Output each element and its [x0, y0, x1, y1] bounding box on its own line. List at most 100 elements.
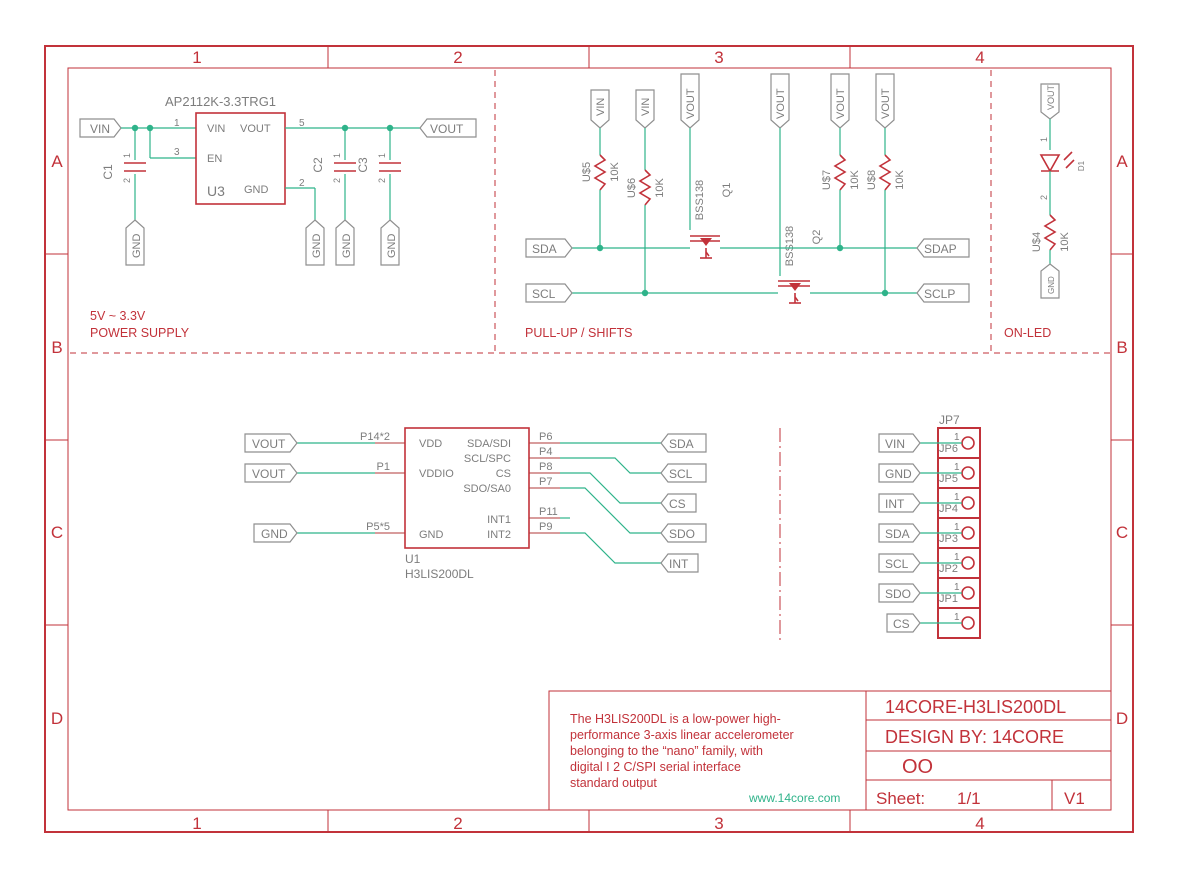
net-label-cs-sensor: CS [660, 493, 697, 513]
version: V1 [1064, 789, 1085, 808]
svg-text:VOUT: VOUT [240, 123, 271, 135]
svg-text:VIN: VIN [595, 98, 607, 116]
header-net-text: VIN [885, 437, 905, 451]
svg-text:INT1: INT1 [487, 514, 511, 526]
svg-text:2: 2 [377, 178, 387, 183]
svg-text:VOUT: VOUT [252, 437, 286, 451]
power-supply: VIN 1 3 AP2112K-3.3TRG1 VIN EN VOUT GND … [79, 94, 477, 266]
svg-text:GND: GND [386, 234, 398, 259]
header-jp-label: JP5 [939, 473, 958, 485]
grid-labels: 1 2 3 4 1 2 3 4 A B C D A B C D [51, 48, 1128, 833]
svg-text:10K: 10K [894, 170, 906, 190]
led-d1: D1 [1039, 151, 1086, 173]
net-label-vout-power: VOUT [419, 118, 477, 138]
svg-text:C2: C2 [311, 157, 325, 173]
svg-text:VOUT: VOUT [835, 88, 847, 119]
header-net-label [878, 523, 921, 543]
header-net-text: CS [893, 617, 910, 631]
capacitor-c3: C3 1 2 [356, 128, 401, 220]
header-net-text: SDA [885, 527, 910, 541]
svg-text:VOUT: VOUT [430, 122, 464, 136]
svg-text:1: 1 [122, 153, 132, 158]
svg-text:VIN: VIN [207, 123, 225, 135]
row-label-b-left: B [51, 338, 62, 357]
svg-text:1: 1 [174, 118, 180, 129]
svg-text:INT2: INT2 [487, 529, 511, 541]
svg-text:1: 1 [332, 153, 342, 158]
header-net-text: SCL [885, 557, 909, 571]
mosfet-q1: BSS138 Q1 [689, 128, 733, 259]
net-label-sda-in: SDA [525, 238, 573, 258]
section-separators [70, 70, 1111, 640]
net-label-gnd-u3: GND [305, 219, 325, 266]
header-pin-number: 1 [954, 552, 960, 563]
svg-text:Q1: Q1 [721, 183, 733, 198]
description-line: The H3LIS200DL is a low-power high- [570, 712, 781, 726]
svg-text:SDO: SDO [669, 527, 695, 541]
row-label-a-left: A [51, 152, 63, 171]
sheet-label: Sheet: [876, 789, 925, 808]
svg-text:SCL: SCL [669, 467, 693, 481]
svg-text:3: 3 [174, 147, 180, 158]
drawing-title: 14CORE-H3LIS200DL [885, 697, 1066, 717]
header-pin-pad [961, 436, 975, 450]
net-label-vout-vdd: VOUT [244, 433, 298, 453]
header-net-label [878, 463, 921, 483]
svg-text:GND: GND [419, 529, 444, 541]
header-pin-number: 1 [954, 612, 960, 623]
regulator-part-name: AP2112K-3.3TRG1 [165, 94, 276, 109]
svg-text:P5*5: P5*5 [366, 521, 390, 533]
svg-text:VDDIO: VDDIO [419, 468, 454, 480]
net-label-vout-vddio: VOUT [244, 463, 298, 483]
net-label-sclp: SCLP [916, 283, 970, 303]
svg-text:VOUT: VOUT [880, 88, 892, 119]
section-labels: 5V ~ 3.3V POWER SUPPLY PULL-UP / SHIFTS … [90, 309, 1051, 340]
power-section-label: 5V ~ 3.3V POWER SUPPLY [90, 309, 190, 340]
svg-text:U$8: U$8 [866, 170, 878, 190]
svg-text:P7: P7 [539, 476, 552, 488]
svg-text:10K: 10K [1059, 232, 1071, 252]
capacitor-c2: C2 1 2 [311, 128, 356, 220]
svg-text:P4: P4 [539, 446, 552, 458]
svg-text:VDD: VDD [419, 438, 442, 450]
row-label-c-left: C [51, 523, 63, 542]
net-label-vin-r6: VIN [635, 89, 655, 129]
sheet-value: 1/1 [957, 789, 981, 808]
net-label-vout-led: VOUT [1040, 83, 1060, 120]
svg-text:BSS138: BSS138 [784, 226, 796, 266]
header-pin-pad [961, 466, 975, 480]
svg-text:2: 2 [122, 178, 132, 183]
power-section-line-1: 5V ~ 3.3V [90, 309, 146, 323]
regulator-u3: AP2112K-3.3TRG1 VIN EN VOUT GND U3 [165, 94, 286, 205]
resistor-u4: U$4 10K [1031, 214, 1071, 252]
header-jp-label: JP6 [939, 443, 958, 455]
svg-text:CS: CS [669, 497, 686, 511]
header-pin-pad [961, 556, 975, 570]
header-pin-pad [961, 526, 975, 540]
svg-text:P8: P8 [539, 461, 552, 473]
net-label-scl-sensor: SCL [660, 463, 707, 483]
svg-text:SCL: SCL [532, 287, 556, 301]
header-jp-label: JP4 [939, 503, 958, 515]
on-led: VOUT 1 D1 2 U$4 10K GND [1031, 83, 1086, 299]
svg-text:INT: INT [669, 557, 689, 571]
website-link[interactable]: www.14core.com [748, 791, 840, 805]
svg-text:SDA: SDA [669, 437, 694, 451]
resistor-u6: U$6 10K [626, 128, 666, 293]
row-label-c-right: C [1116, 523, 1128, 542]
net-label-scl-in: SCL [525, 283, 573, 303]
net-label-vin-r5: VIN [590, 89, 610, 129]
net-label-sdo-sensor: SDO [660, 523, 707, 543]
header-net-text: SDO [885, 587, 911, 601]
column-label-4-top: 4 [975, 48, 984, 67]
svg-text:VIN: VIN [640, 98, 652, 116]
header-net-text: GND [885, 467, 912, 481]
svg-text:SCL/SPC: SCL/SPC [464, 453, 511, 465]
svg-text:U$5: U$5 [581, 162, 593, 182]
net-label-int-sensor: INT [660, 553, 699, 573]
led-section-label: ON-LED [1004, 326, 1051, 340]
svg-text:10K: 10K [654, 178, 666, 198]
